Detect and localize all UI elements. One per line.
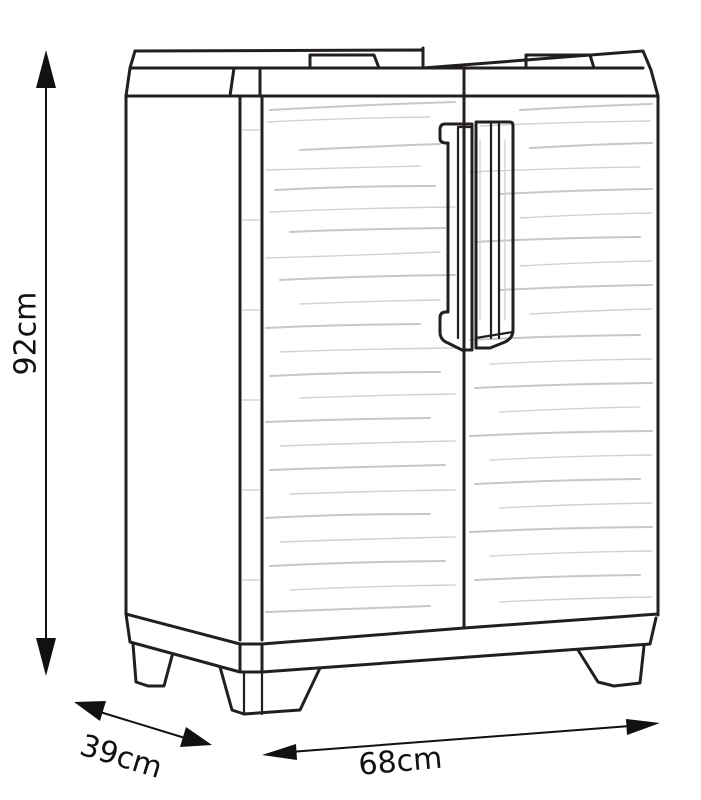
height-label: 92cm: [8, 291, 44, 376]
height-arrow-icon: [36, 50, 56, 676]
door-handle-icon: [438, 120, 515, 352]
width-arrow-icon: [262, 719, 660, 760]
depth-arrow-icon: [74, 701, 212, 747]
width-label: 68cm: [357, 740, 444, 783]
cabinet-top: [124, 46, 660, 98]
cabinet-base: [124, 612, 658, 674]
cabinet-feet: [131, 642, 646, 716]
